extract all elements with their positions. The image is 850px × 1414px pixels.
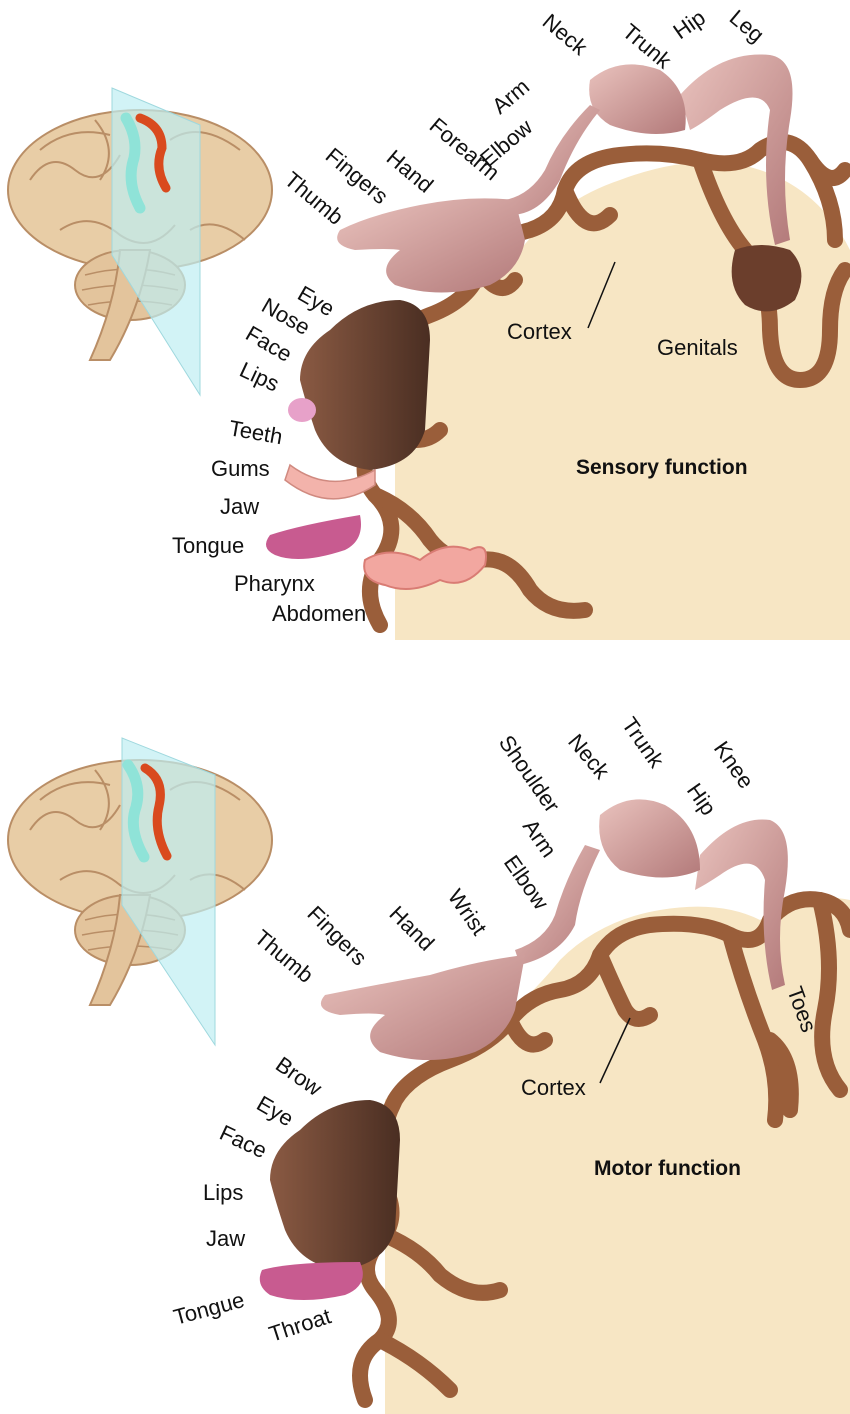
homunculus-intestine [363, 545, 487, 590]
cortex-label: Cortex [507, 319, 572, 344]
label-trunk: Trunk [617, 713, 670, 774]
section-plane [121, 737, 216, 1047]
cortex-sulcus [802, 152, 843, 248]
sensory-brain-thumbnail [7, 87, 273, 397]
cortex-sulcus [557, 182, 618, 232]
motor-panel: Shoulder Neck Trunk Hip Knee Arm Elbow W… [7, 713, 850, 1414]
sensory-title: Sensory function [576, 456, 748, 479]
cortex-pointer [587, 261, 616, 329]
cortex-sulcus [762, 1032, 799, 1118]
cortex-sulcus [812, 892, 848, 1098]
homunculus-hand [337, 198, 525, 293]
cortex-label: Cortex [521, 1075, 586, 1100]
label-neck: Neck [563, 729, 615, 784]
homunculus-leg [680, 54, 793, 245]
homunculus-leg [695, 819, 788, 990]
homunculus-trunk [589, 64, 686, 134]
label-gums: Gums [211, 456, 270, 481]
sensory-strip [122, 759, 150, 863]
label-brow: Brow [271, 1052, 326, 1101]
label-thumb: Thumb [250, 925, 319, 988]
cortex-sulcus [692, 152, 850, 388]
label-lips: Lips [203, 1180, 243, 1205]
cortex-sulcus [592, 947, 658, 1027]
homunculus-arm [515, 845, 600, 965]
cortex-pointer [599, 1017, 631, 1084]
homunculus-head [270, 1100, 400, 1270]
label-knee: Knee [709, 737, 759, 793]
label-tongue: Tongue [171, 1287, 247, 1330]
label-fingers: Fingers [302, 901, 372, 971]
label-wrist: Wrist [443, 885, 492, 940]
label-arm: Arm [487, 74, 534, 119]
cortex-sulcus [372, 1332, 458, 1398]
label-lips: Lips [236, 357, 283, 397]
label-shoulder: Shoulder [494, 731, 565, 817]
label-hip: Hip [682, 779, 721, 820]
label-tongue: Tongue [172, 533, 244, 558]
genitals-label: Genitals [657, 335, 738, 360]
label-jaw: Jaw [220, 494, 259, 519]
homunculus-arm [505, 105, 600, 215]
label-teeth: Teeth [227, 415, 284, 449]
homunculus-genitals [731, 245, 802, 312]
label-eye: Eye [253, 1091, 298, 1132]
motor-strip [140, 763, 172, 861]
label-leg: Leg [725, 5, 769, 48]
label-throat: Throat [266, 1303, 334, 1346]
label-arm: Arm [518, 815, 562, 862]
homunculus-head [300, 300, 430, 470]
homunculus-trunk [599, 799, 700, 878]
label-hand: Hand [384, 901, 439, 956]
label-neck: Neck [538, 9, 593, 61]
label-abdomen: Abdomen [272, 601, 366, 626]
motor-title: Motor function [594, 1157, 741, 1180]
homunculus-lips [288, 398, 316, 422]
motor-strip [135, 113, 171, 193]
motor-homunculus [259, 799, 788, 1300]
motor-brain-thumbnail [7, 737, 273, 1047]
sensory-panel: Neck Trunk Hip Leg Arm Elbow Forearm Han… [7, 5, 850, 640]
label-elbow: Elbow [499, 851, 554, 915]
homunculus-tongue [266, 515, 361, 559]
label-jaw: Jaw [206, 1226, 245, 1251]
homunculus-tongue [259, 1262, 363, 1300]
label-pharynx: Pharynx [234, 571, 315, 596]
homunculus-hand [320, 955, 525, 1060]
sensory-strip [120, 112, 146, 214]
homunculus-teeth [284, 463, 376, 500]
cortex-sulcus [502, 1012, 553, 1053]
label-hip: Hip [669, 5, 710, 44]
cortex-sulcus [377, 1227, 508, 1301]
sensory-homunculus [266, 54, 802, 590]
label-face: Face [216, 1120, 271, 1163]
